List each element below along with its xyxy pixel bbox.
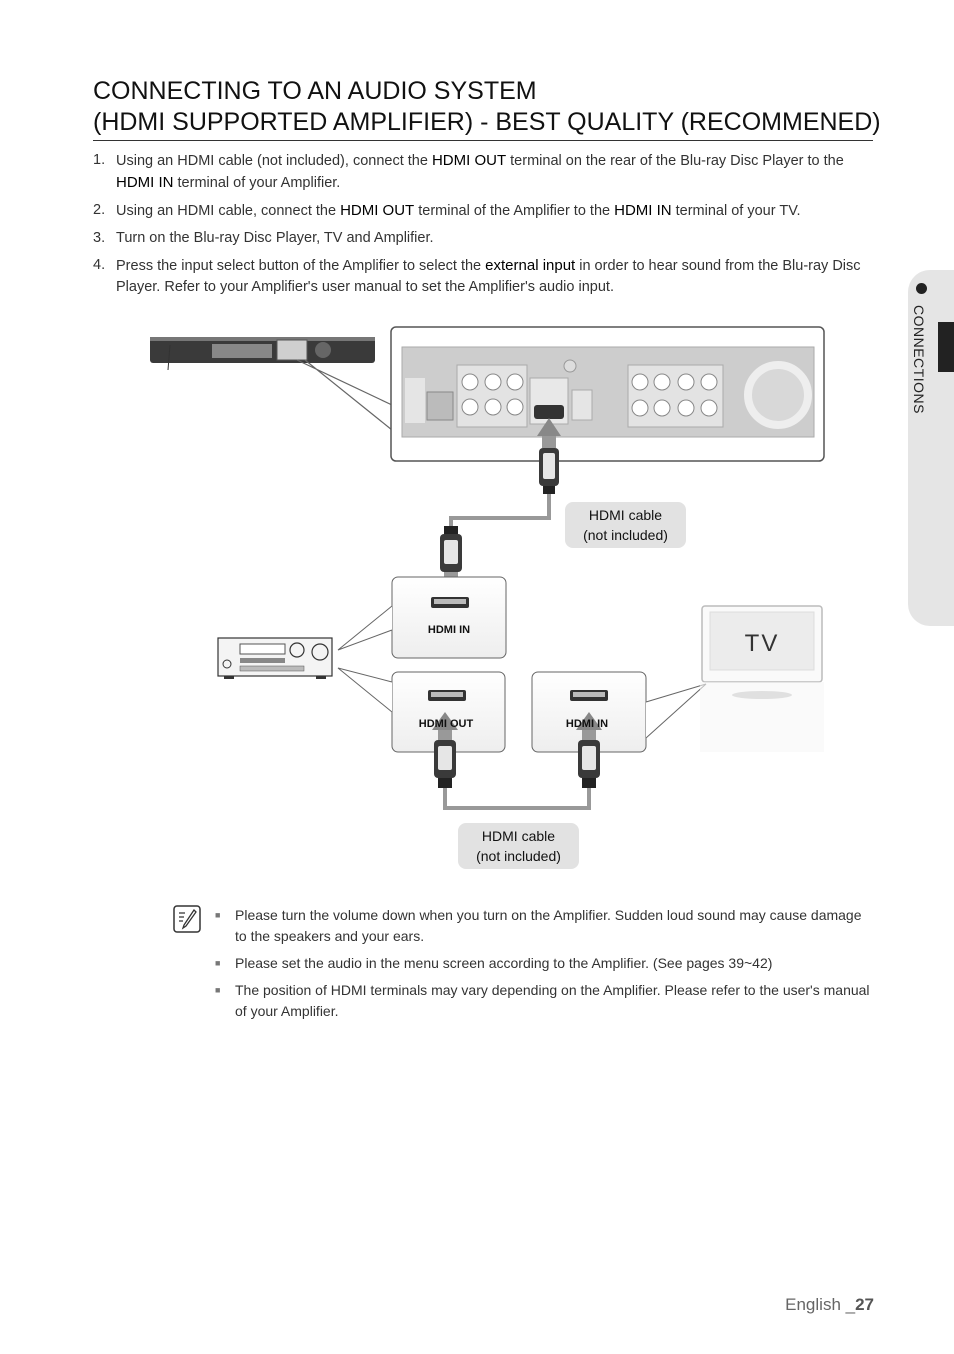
hdmi-cable-1 [449,494,551,534]
hdmi-plug-top [537,418,561,494]
bluray-rear-panel-zoom [390,326,825,462]
step-text: Turn on the Blu-ray Disc Player, TV and … [116,230,434,246]
amplifier-icon [217,637,333,679]
step-number: 4. [93,257,106,273]
note-text: Please turn the volume down when you tur… [235,907,862,944]
hdmi-cable-2 [443,788,591,810]
step-text: Using an HDMI cable (not included), conn… [116,152,844,191]
note-item: ■ Please set the audio in the menu scree… [215,953,875,974]
step-number: 3. [93,230,106,246]
note-item: ■ The position of HDMI terminals may var… [215,980,875,1022]
step-3: 3. Turn on the Blu-ray Disc Player, TV a… [93,228,873,249]
step-number: 2. [93,202,106,218]
step-text: Press the input select button of the Amp… [116,257,861,295]
step-number: 1. [93,152,106,168]
note-text: Please set the audio in the menu screen … [235,955,773,971]
tv-hdmi-in-label: HDMI IN [565,718,609,730]
side-tab-marker [938,322,954,372]
footer-language: English _ [785,1295,856,1314]
connection-diagram [150,326,825,810]
bold-term: HDMI IN [614,202,672,219]
bold-term: HDMI OUT [431,152,507,169]
bold-term: HDMI OUT [340,202,415,219]
page-number: 27 [855,1295,874,1314]
hdmi-cable-callout-top: HDMI cable (not included) [565,502,686,548]
page-title: CONNECTING TO AN AUDIO SYSTEM (HDMI SUPP… [93,76,881,141]
amp-hdmi-in-label: HDMI IN [427,624,471,636]
hdmi-cable-callout-bottom: HDMI cable (not included) [458,823,579,869]
tv-icon [700,605,824,752]
amp-hdmi-out-panel [337,667,506,753]
hdmi-plug-tv-in [578,730,600,788]
bullet-icon [916,283,927,294]
note-icon [173,905,201,933]
side-tab-label: CONNECTIONS [911,305,927,414]
tv-hdmi-in-panel [531,671,707,753]
note-item: ■ Please turn the volume down when you t… [215,905,875,947]
step-text: Using an HDMI cable, connect the HDMI OU… [116,202,801,219]
tv-screen-label: TV [744,630,780,657]
notes-list: ■ Please turn the volume down when you t… [215,905,875,1028]
bold-term: HDMI IN [116,174,174,191]
hdmi-plug-amp-out [434,730,456,788]
title-line-1: CONNECTING TO AN AUDIO SYSTEM [93,77,537,105]
page-footer: English _27 [785,1295,874,1315]
bold-term: external input [485,257,576,274]
step-4: 4. Press the input select button of the … [93,255,873,298]
amp-hdmi-out-label: HDMI OUT [418,718,474,730]
square-bullet-icon: ■ [215,985,221,995]
steps-list: 1. Using an HDMI cable (not included), c… [93,150,873,304]
amp-hdmi-in-panel [337,576,507,659]
step-1: 1. Using an HDMI cable (not included), c… [93,150,873,194]
note-text: The position of HDMI terminals may vary … [235,982,870,1019]
bluray-player-icon [150,337,393,431]
title-line-2: (HDMI SUPPORTED AMPLIFIER) - BEST QUALIT… [93,108,881,136]
square-bullet-icon: ■ [215,910,221,920]
square-bullet-icon: ■ [215,958,221,968]
step-2: 2. Using an HDMI cable, connect the HDMI… [93,200,873,222]
